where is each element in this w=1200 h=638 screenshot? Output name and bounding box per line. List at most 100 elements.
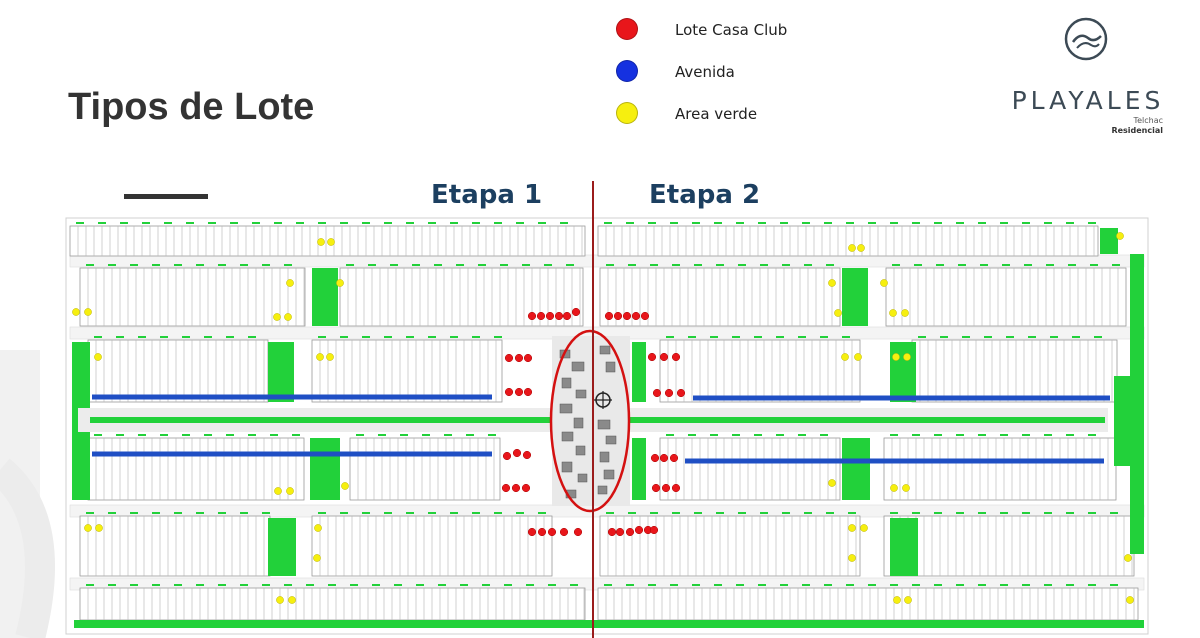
lot-block (311, 336, 503, 403)
red-marker (504, 353, 514, 363)
yellow-marker (274, 487, 282, 495)
legend-item-avenue: Avenida (616, 58, 836, 100)
lot-block (349, 434, 501, 501)
yellow-marker (327, 238, 335, 246)
red-marker (640, 311, 650, 321)
yellow-marker (848, 554, 856, 562)
yellow-marker (841, 353, 849, 361)
red-marker (650, 453, 660, 463)
lot-block (79, 512, 271, 577)
green-area (890, 342, 916, 402)
yellow-marker (901, 309, 909, 317)
yellow-marker (903, 353, 911, 361)
wave-logo-icon (1064, 17, 1108, 61)
yellow-marker (1126, 596, 1134, 604)
lot-lines (607, 268, 833, 326)
lot-block-outline (597, 225, 1099, 257)
clubhouse-outline (549, 329, 631, 513)
red-marker (615, 527, 625, 537)
green-area (632, 342, 646, 402)
red-marker (664, 388, 674, 398)
yellow-marker (316, 353, 324, 361)
yellow-marker (313, 554, 321, 562)
clubhouse-building (605, 435, 617, 445)
green-area (632, 438, 646, 500)
lot-lines (891, 438, 1109, 500)
yellow-marker (94, 353, 102, 361)
red-marker (554, 311, 564, 321)
green-area (1130, 254, 1144, 554)
blue-dot-icon (616, 60, 638, 82)
red-marker (504, 387, 514, 397)
red-marker (512, 448, 522, 458)
red-marker (573, 527, 583, 537)
legend-label: Avenida (675, 63, 735, 81)
red-marker (604, 311, 614, 321)
red-marker (607, 527, 617, 537)
red-marker (651, 483, 661, 493)
clubhouse (549, 329, 631, 513)
lot-block (883, 512, 1135, 577)
clubhouse-building (561, 431, 574, 442)
red-marker (634, 525, 644, 535)
green-area (312, 268, 338, 326)
lot-block (659, 434, 841, 501)
road (69, 504, 1145, 518)
logo-subtitle: Telchac (1133, 116, 1163, 125)
yellow-marker (1124, 554, 1132, 562)
yellow-marker (860, 524, 868, 532)
red-marker (659, 352, 669, 362)
yellow-marker (904, 596, 912, 604)
lot-block (597, 222, 1099, 257)
red-marker (613, 311, 623, 321)
lot-lines (95, 438, 297, 500)
lot-lines (357, 438, 495, 500)
green-area (890, 518, 918, 576)
lot-block-outline (883, 437, 1117, 501)
clubhouse-building (575, 389, 587, 399)
clubhouse-building (573, 417, 584, 429)
yellow-marker (828, 279, 836, 287)
yellow-marker (857, 244, 865, 252)
green-area (842, 438, 870, 500)
legend-item-clubhouse: Lote Casa Club (616, 16, 836, 58)
yellow-marker (341, 482, 349, 490)
lot-block-outline (659, 437, 841, 501)
lot-block (659, 336, 861, 403)
red-marker (527, 311, 537, 321)
red-marker (545, 311, 555, 321)
lot-block (79, 584, 586, 621)
lot-lines (319, 340, 497, 402)
legend-label: Lote Casa Club (675, 21, 788, 39)
logo-name: PLAYALES (1011, 86, 1165, 115)
clubhouse-lot-markers (501, 307, 686, 537)
red-marker (536, 311, 546, 321)
red-marker (659, 453, 669, 463)
lot-lines (607, 516, 857, 576)
stage-1-label: Etapa 1 (431, 180, 543, 210)
clubhouse-building (603, 469, 615, 480)
red-marker (559, 527, 569, 537)
lot-block (597, 584, 1139, 621)
lot-lines (893, 268, 1119, 326)
clubhouse-building (599, 345, 611, 355)
lot-block-outline (597, 587, 1139, 621)
page-title: Tipos de Lote (68, 86, 315, 128)
lot-block (69, 222, 586, 257)
lot-block (885, 264, 1127, 327)
lot-blocks (69, 222, 1139, 621)
yellow-marker (286, 279, 294, 287)
clubhouse-grounds (552, 336, 630, 506)
green-area (842, 268, 868, 326)
red-marker (514, 387, 524, 397)
yellow-marker (288, 596, 296, 604)
red-marker (571, 307, 581, 317)
lot-lines (95, 340, 265, 402)
yellow-marker (1116, 232, 1124, 240)
green-area (74, 620, 1144, 628)
lot-lines (319, 516, 545, 576)
lot-block-outline (79, 267, 306, 327)
green-area (268, 518, 296, 576)
red-marker (522, 450, 532, 460)
brand-logo: PLAYALES Telchac Residencial (1003, 16, 1173, 135)
